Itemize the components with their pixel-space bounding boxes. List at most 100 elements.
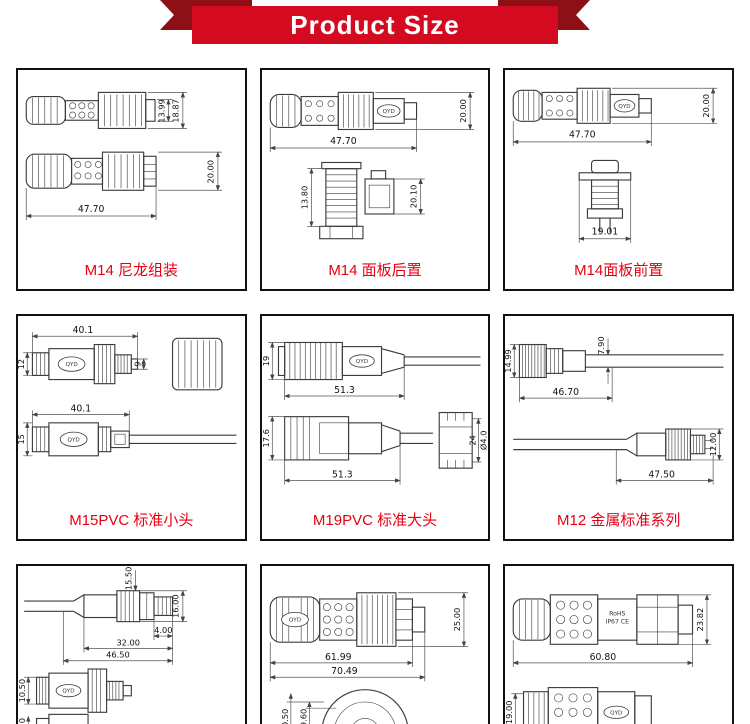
dimension-label: 70.49 — [331, 666, 358, 677]
female-cable-view: QYD — [31, 422, 237, 457]
dimension-label: 61.99 — [325, 652, 352, 663]
dimension-label: 47.70 — [78, 204, 105, 215]
technical-drawing-m19pvc: QYD 19 51.3 17.6 — [262, 316, 489, 507]
brand-mark: QYD — [65, 362, 78, 368]
male-cable-view: QYD — [277, 341, 481, 381]
dimension-label: 40.1 — [73, 325, 94, 336]
technical-drawing-m14-front: QYD 47.70 20.00 19.01 — [505, 70, 732, 257]
technical-drawing-m14-rear: QYD 47.70 20.00 — [262, 70, 489, 257]
panel-receptacle-view — [578, 159, 632, 233]
dimension-label: 10.50 — [18, 679, 27, 703]
dimension-label: 30.50 — [279, 709, 289, 724]
technical-drawing-row3-left: 15.50 16.00 4.00 32.00 46.50 QYD — [18, 566, 245, 724]
dimension-label: 46.70 — [553, 387, 580, 398]
connector-top-view — [25, 91, 156, 130]
dimension-label: 15 — [18, 434, 26, 444]
m14-front-drawing: QYD 47.70 20.00 19.01 — [512, 87, 718, 243]
dimension-label: 32.00 — [116, 637, 140, 647]
row3-left-drawing: 15.50 16.00 4.00 32.00 46.50 QYD — [18, 567, 187, 724]
dimension-label: 20.00 — [206, 160, 216, 184]
connector-side-view: QYD — [269, 592, 426, 647]
panel-m14-rear-mount: QYD 47.70 20.00 — [259, 68, 491, 291]
dimension-label: 18.87 — [171, 99, 181, 123]
m15pvc-drawing: QYD 40.1 12 9 — [18, 325, 237, 457]
dimension-label: 7.90 — [596, 336, 606, 354]
panel-m14-nylon-assembly: 13.99 18.87 47.70 20.00 — [16, 68, 247, 291]
m14-nylon-drawing: 13.99 18.87 47.70 20.00 — [25, 91, 222, 221]
dimension-label: Ø4.0 — [478, 431, 488, 451]
dimension-label: 14.99 — [505, 349, 513, 373]
dimension-label: 47.50 — [649, 469, 676, 480]
brand-mark: QYD — [355, 359, 368, 365]
panel-m12-metal: 7.90 14.99 46.70 47.50 — [503, 314, 734, 541]
technical-drawing-m14-nylon: 13.99 18.87 47.70 20.00 — [18, 70, 245, 257]
dimension-label: 17.6 — [262, 429, 271, 447]
technical-drawing-row3-middle: QYD 25.00 61.99 — [262, 566, 489, 724]
dimension-label: 25.00 — [451, 608, 461, 632]
dimension-label: 13.80 — [299, 186, 309, 210]
male-cable-view — [24, 590, 174, 623]
dimension-label: 4.00 — [154, 625, 172, 635]
dimension-label: 15.50 — [18, 718, 27, 724]
dimension-label: 20.00 — [458, 99, 468, 123]
brand-mark: QYD — [288, 618, 301, 624]
connector-bottom-view — [25, 151, 157, 191]
dimension-label: 16.00 — [171, 594, 181, 618]
dimension-label: 9 — [133, 361, 143, 366]
second-connector-view: QYD — [523, 687, 653, 724]
male-cable-view: QYD — [31, 337, 223, 391]
dimension-label: 19.60 — [298, 709, 308, 724]
brand-mark: QYD — [62, 689, 75, 695]
dimension-label: 51.3 — [332, 469, 353, 480]
panel-caption: M15PVC 标准小头 — [69, 512, 194, 529]
dimension-label: 60.80 — [590, 652, 617, 663]
connector-end-view — [321, 689, 408, 724]
dimension-label: 47.70 — [330, 136, 357, 147]
technical-drawing-m15pvc: QYD 40.1 12 9 — [18, 316, 245, 507]
page-title: Product Size — [192, 6, 558, 44]
dimension-label: 13.99 — [156, 99, 166, 123]
panel-row3-middle: QYD 25.00 61.99 — [259, 564, 491, 724]
brand-mark: QYD — [619, 104, 632, 110]
product-size-grid: 13.99 18.87 47.70 20.00 — [0, 46, 750, 724]
brand-mark: QYD — [68, 437, 81, 443]
panel-caption: M14 面板后置 — [328, 262, 422, 279]
dimension-label: 24 — [467, 435, 477, 445]
dimension-label: 15.50 — [123, 567, 133, 591]
panel-socket-view — [318, 161, 395, 240]
dimension-label: 46.50 — [106, 650, 130, 660]
male-cable-view — [513, 428, 714, 461]
title-ribbon: Product Size — [160, 0, 590, 46]
m14-rear-drawing: QYD 47.70 20.00 — [269, 91, 474, 240]
connector-side-view: QYD — [269, 91, 417, 131]
dimension-label: 12.00 — [709, 433, 719, 457]
m12-drawing: 7.90 14.99 46.70 47.50 — [505, 336, 724, 485]
dimension-label: 23.82 — [695, 608, 705, 632]
technical-drawing-m12: 7.90 14.99 46.70 47.50 — [505, 316, 732, 507]
female-cable-view — [283, 411, 473, 469]
panel-m15pvc-small: QYD 40.1 12 9 — [16, 314, 247, 541]
panel-caption: M19PVC 标准大头 — [312, 512, 438, 529]
dimension-label: 19 — [262, 356, 271, 366]
dimension-label: 19.00 — [505, 701, 514, 724]
technical-drawing-row3-right: RoHS IP67 CE 23.82 60.80 — [505, 566, 732, 724]
dimension-label: 20.00 — [701, 94, 711, 118]
dimension-label: 19.01 — [592, 227, 619, 238]
panel-caption: M14 尼龙组装 — [84, 262, 178, 279]
dimension-label: 40.1 — [71, 404, 92, 415]
dimension-label: 51.3 — [334, 385, 355, 396]
m19pvc-drawing: QYD 19 51.3 17.6 — [262, 341, 488, 485]
brand-mark: QYD — [610, 710, 623, 716]
connector-side-view: QYD — [513, 87, 653, 124]
connector-side-view: RoHS IP67 CE — [513, 594, 694, 645]
row3-right-drawing: RoHS IP67 CE 23.82 60.80 — [505, 594, 712, 724]
dimension-label: 20.10 — [408, 185, 418, 209]
panel-caption: M14面板前置 — [574, 262, 664, 279]
row3-middle-drawing: QYD 25.00 61.99 — [269, 592, 468, 724]
panel-row3-left: 15.50 16.00 4.00 32.00 46.50 QYD — [16, 564, 247, 724]
certification-mark: RoHS — [609, 610, 625, 617]
certification-mark: IP67 CE — [606, 619, 630, 626]
second-connector-view: QYD — [35, 668, 132, 713]
brand-mark: QYD — [382, 109, 395, 115]
panel-m14-front-mount: QYD 47.70 20.00 19.01 — [503, 68, 734, 291]
